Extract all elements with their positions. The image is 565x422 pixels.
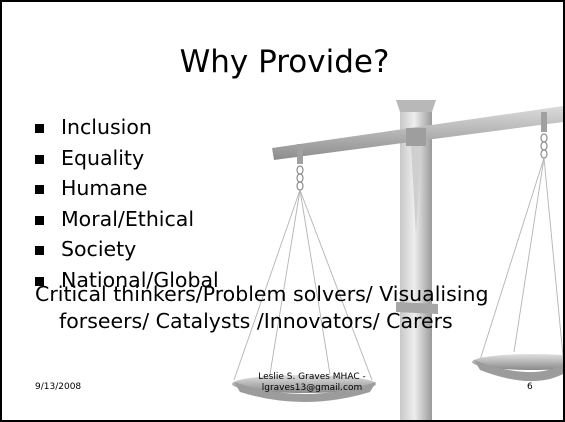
- bullet-text: Moral/Ethical: [61, 206, 195, 231]
- body-line-2: forseers/ Catalysts /Innovators/ Carers: [59, 309, 453, 333]
- bullet-square-icon: [35, 215, 44, 225]
- bullet-square-icon: [35, 185, 44, 195]
- bullet-square-icon: [35, 124, 44, 133]
- bullet-text: Humane: [61, 176, 148, 201]
- bullet-item: Humane: [35, 173, 219, 204]
- footer-page-number: 6: [527, 382, 533, 392]
- bullet-square-icon: [35, 246, 44, 256]
- bullet-item: Moral/Ethical: [35, 204, 219, 235]
- bullet-square-icon: [35, 154, 44, 164]
- footer-author-email: lgraves13@gmail.com: [261, 383, 363, 393]
- bullet-item: Society: [35, 234, 219, 265]
- footer-author-name: Leslie S. Graves MHAC -: [258, 372, 366, 382]
- bullet-item: Equality: [35, 143, 219, 174]
- footer-date: 9/13/2008: [35, 382, 82, 392]
- bullet-item: Inclusion: [35, 112, 219, 143]
- bullet-item: National/Global: [35, 265, 219, 296]
- bullet-list: Inclusion Equality Humane Moral/Ethical …: [35, 112, 219, 296]
- bullet-square-icon: [35, 276, 44, 286]
- bullet-text: Society: [61, 237, 137, 262]
- bullet-text: Equality: [61, 145, 145, 170]
- bullet-text: National/Global: [61, 267, 219, 292]
- body-line-1: Critical thinkers/Problem solvers/ Visua…: [35, 282, 489, 306]
- body-paragraph: Critical thinkers/Problem solvers/ Visua…: [35, 281, 563, 335]
- slide-title: Why Provide?: [179, 44, 390, 80]
- bullet-text: Inclusion: [61, 115, 152, 139]
- footer-author: Leslie S. Graves MHAC - lgraves13@gmail.…: [232, 372, 392, 394]
